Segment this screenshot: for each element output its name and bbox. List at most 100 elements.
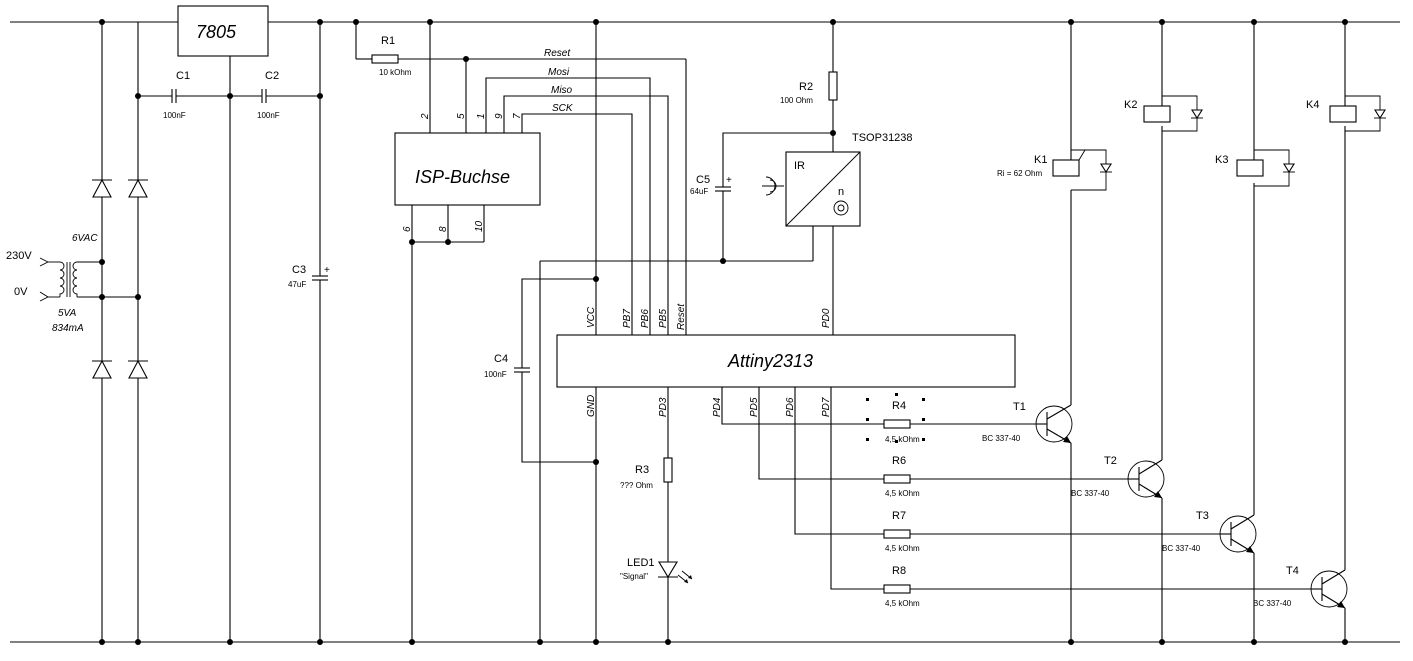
c5-value: 64uF	[690, 187, 708, 196]
isp-gnd-wires	[409, 205, 485, 645]
r2-value: 100 Ohm	[780, 96, 813, 105]
mcu-pin-vcc: VCC	[586, 306, 597, 328]
r6-name: R6	[892, 455, 906, 467]
c1-name: C1	[176, 70, 190, 82]
mcu-pin-pb5: PB5	[658, 309, 669, 328]
isp-label: ISP-Buchse	[415, 167, 510, 187]
k1-value: Ri = 62 Ohm	[997, 169, 1042, 178]
r8-value: 4,5 kOhm	[885, 599, 920, 608]
signal-sck-label: SCK	[552, 103, 574, 114]
isp-pin-8: 8	[438, 226, 449, 232]
r1-value: 10 kOhm	[379, 68, 412, 77]
mcu-label: Attiny2313	[727, 351, 813, 371]
resistor-r8	[830, 387, 1311, 594]
ir-receiver-ir-label: IR	[794, 160, 805, 172]
resistor-r2	[828, 19, 838, 152]
isp-mosi-wire	[485, 77, 651, 335]
signal-mosi-label: Mosi	[548, 67, 570, 78]
transformer	[39, 257, 138, 302]
k4-name: K4	[1306, 99, 1319, 111]
resistor-r6	[758, 387, 1128, 484]
isp-miso-wire	[503, 95, 669, 335]
ir-receiver-label: TSOP31238	[852, 132, 913, 144]
mcu-pin-reset: Reset	[676, 303, 687, 330]
r3-value: ??? Ohm	[620, 481, 653, 490]
mcu-pin-pd4: PD4	[712, 397, 723, 417]
capacitor-c2	[261, 89, 320, 103]
c3-name: C3	[292, 264, 306, 276]
mcu-pin-pd0: PD0	[821, 308, 832, 328]
resistor-r3	[663, 387, 673, 562]
led1-name: LED1	[627, 557, 655, 569]
capacitor-c4	[514, 278, 596, 463]
isp-pin-9: 9	[494, 113, 505, 119]
r7-value: 4,5 kOhm	[885, 544, 920, 553]
t4-value: BC 337-40	[1253, 599, 1292, 608]
mcu-pin-pd5: PD5	[749, 397, 760, 417]
transformer-secondary-voltage: 6VAC	[72, 233, 98, 244]
ir-gnd-wire	[537, 226, 814, 645]
regulator-label: 7805	[196, 22, 237, 42]
mcu-gnd-wire	[593, 387, 599, 645]
signal-reset-label: Reset	[544, 48, 571, 59]
voltage-regulator	[177, 5, 269, 57]
k2-name: K2	[1124, 99, 1137, 111]
relay-k3	[1236, 19, 1295, 187]
c5-name: C5	[696, 174, 710, 186]
signal-miso-label: Miso	[551, 85, 573, 96]
r7-name: R7	[892, 510, 906, 522]
k3-name: K3	[1215, 154, 1228, 166]
c3-plus: +	[324, 265, 330, 276]
diode-d3	[92, 359, 112, 379]
resistor-r7	[794, 387, 1220, 539]
transistor-t1	[1035, 190, 1074, 645]
led1	[658, 561, 693, 645]
resistor-r4	[721, 387, 1036, 443]
mcu-pin-pd6: PD6	[785, 397, 796, 417]
ir-receiver	[762, 151, 861, 335]
r8-name: R8	[892, 565, 906, 577]
transformer-power: 5VA	[58, 308, 77, 319]
transformer-current: 834mA	[52, 323, 84, 334]
mcu-pin-pb6: PB6	[640, 309, 651, 328]
c2-value: 100nF	[257, 111, 280, 120]
diode-d4	[128, 359, 148, 379]
transistor-t3	[1219, 183, 1257, 645]
microcontroller	[556, 334, 1016, 388]
capacitor-c1	[138, 89, 262, 103]
c4-name: C4	[494, 353, 508, 365]
diode-d2	[128, 178, 148, 198]
diode-d1	[92, 178, 112, 198]
t3-name: T3	[1196, 510, 1209, 522]
r2-name: R2	[799, 81, 813, 93]
transformer-input-high: 230V	[6, 250, 32, 262]
t1-name: T1	[1013, 401, 1026, 413]
mcu-pin-pb7: PB7	[622, 309, 633, 328]
c2-name: C2	[265, 70, 279, 82]
bridge-rectifier	[92, 19, 148, 645]
c3-value: 47uF	[288, 280, 306, 289]
isp-sck-wire	[521, 113, 633, 335]
c1-value: 100nF	[163, 111, 186, 120]
resistor-r1	[353, 19, 686, 64]
relay-k4	[1329, 19, 1386, 132]
transformer-input-low: 0V	[14, 286, 28, 298]
relay-k2	[1143, 19, 1203, 132]
t2-name: T2	[1104, 455, 1117, 467]
c5-plus: +	[726, 175, 732, 186]
c4-value: 100nF	[484, 370, 507, 379]
r4-value: 4,5 kOhm	[885, 435, 920, 444]
transistor-t4	[1310, 126, 1348, 645]
isp-connector	[394, 132, 541, 206]
mcu-pin-pd7: PD7	[821, 397, 832, 417]
t3-value: BC 337-40	[1162, 544, 1201, 553]
transistor-t2	[1127, 126, 1165, 645]
led1-value: "Signal"	[620, 572, 648, 581]
isp-pin-6: 6	[402, 226, 413, 232]
isp-pin-10: 10	[474, 220, 485, 232]
t2-value: BC 337-40	[1071, 489, 1110, 498]
r6-value: 4,5 kOhm	[885, 489, 920, 498]
isp-pin-7: 7	[512, 113, 523, 119]
